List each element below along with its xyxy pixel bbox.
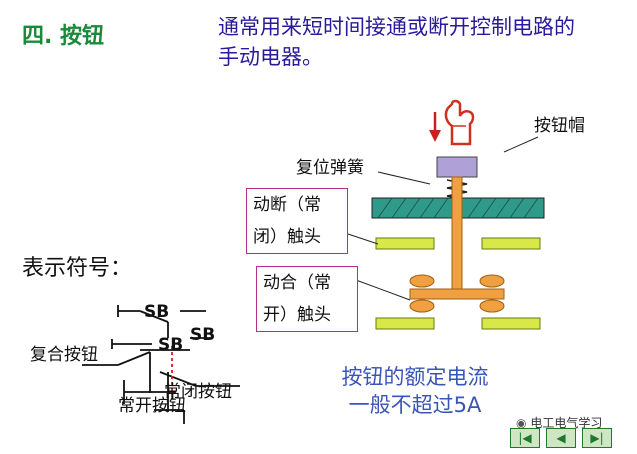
sb-label-1: SB <box>144 302 170 322</box>
sb-label-3: SB <box>158 335 184 355</box>
cap-leader-line <box>503 136 539 153</box>
button-cap <box>436 156 478 178</box>
watermark-text: 电工电气学习 <box>530 416 603 430</box>
no-stationary-contacts <box>375 317 541 330</box>
down-arrow-icon <box>429 112 441 142</box>
first-icon: |◀ <box>518 431 532 445</box>
watermark: ◉ 电工电气学习 <box>516 414 602 431</box>
nav-next-button[interactable]: ▶| <box>582 428 612 448</box>
nc-leader-line <box>341 231 379 245</box>
no-contact-label-line1: 动合（常 <box>263 273 331 293</box>
nav-prev-button[interactable]: ◀ <box>546 428 576 448</box>
moving-bridge <box>409 274 505 313</box>
no-contact-label-box: 动合（常 开）触头 <box>256 266 358 332</box>
nc-contact-label-line1: 动断（常 <box>253 195 321 215</box>
spring-leader-line <box>377 171 431 185</box>
rating-note: 按钮的额定电流 一般不超过5A <box>320 363 510 419</box>
no-contact-label-line2: 开）触头 <box>263 305 331 325</box>
normally-open-button-label: 常开按钮 <box>118 396 186 416</box>
rating-note-line1: 按钮的额定电流 <box>341 365 489 389</box>
button-stem <box>451 176 463 296</box>
next-icon: ▶| <box>590 431 604 445</box>
nav-first-button[interactable]: |◀ <box>510 428 540 448</box>
wechat-icon: ◉ <box>516 416 527 430</box>
rating-note-line2: 一般不超过5A <box>348 393 482 417</box>
button-symbols <box>82 305 240 424</box>
symbols-heading: 表示符号： <box>22 256 133 281</box>
nc-contact-label-line2: 闭）触头 <box>253 227 321 247</box>
reset-spring-label: 复位弹簧 <box>296 158 364 178</box>
no-leader-line <box>355 279 411 301</box>
prev-icon: ◀ <box>556 431 566 445</box>
page-title: 四. 按钮 <box>22 24 105 49</box>
sb-label-2: SB <box>190 325 216 345</box>
button-cap-label: 按钮帽 <box>534 116 585 136</box>
normally-closed-button-label: 常闭按钮 <box>164 382 232 402</box>
composite-button-label: 复合按钮 <box>30 345 98 365</box>
page-subtitle: 通常用来短时间接通或断开控制电路的手动电器。 <box>218 15 575 69</box>
nc-contact-label-box: 动断（常 闭）触头 <box>246 188 348 254</box>
hand-icon <box>444 99 475 146</box>
